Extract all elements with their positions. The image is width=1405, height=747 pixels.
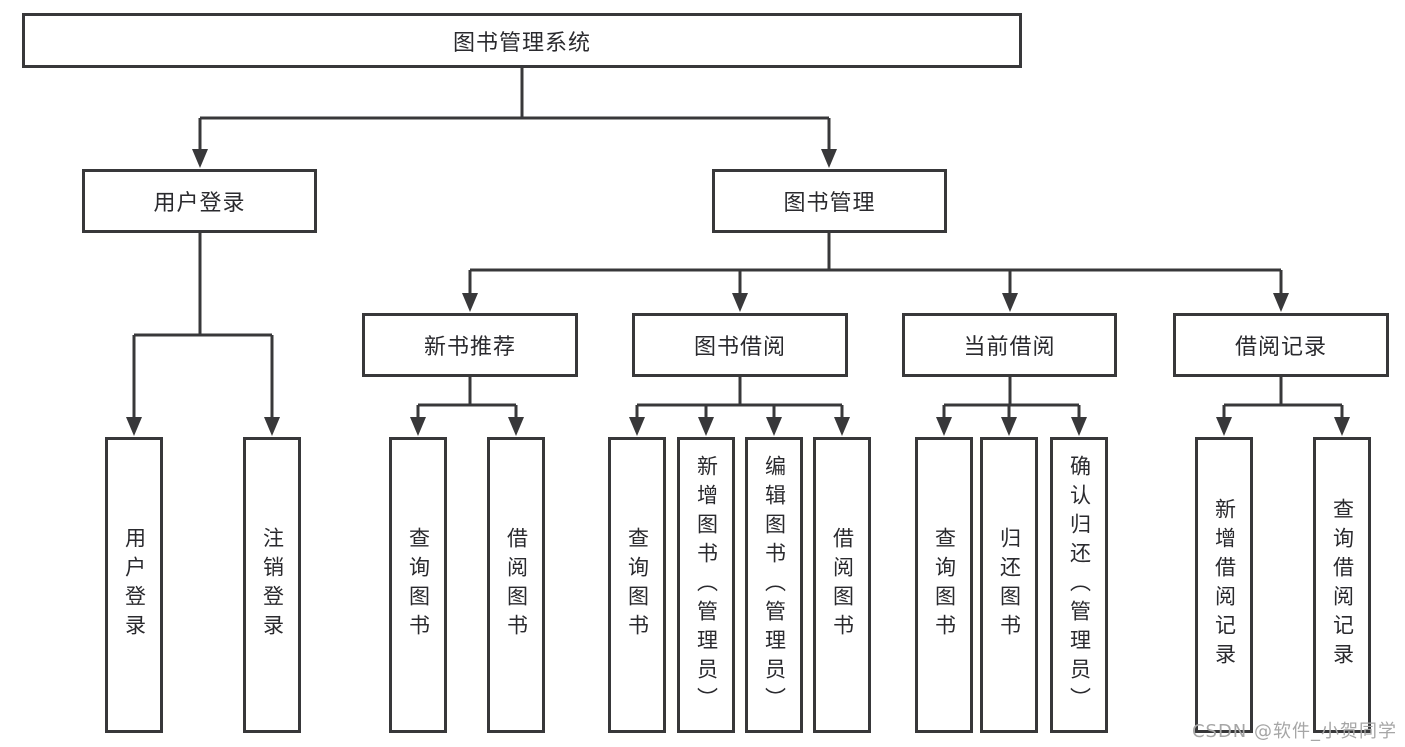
node-new-book-recommend: 新书推荐 xyxy=(362,313,578,377)
leaf-confirm-return-admin: 确认归还（管理员） xyxy=(1050,437,1108,733)
csdn-watermark: CSDN @软件_小贺同学 xyxy=(1191,721,1397,742)
node-borrow-records: 借阅记录 xyxy=(1173,313,1389,377)
leaf-borrow-books-recommend: 借阅图书 xyxy=(487,437,545,733)
leaf-add-book-admin: 新增图书（管理员） xyxy=(677,437,735,733)
leaf-logout: 注销登录 xyxy=(243,437,301,733)
arrowheads xyxy=(126,149,1350,436)
leaf-add-borrow-record: 新增借阅记录 xyxy=(1195,437,1253,733)
leaf-return-book: 归还图书 xyxy=(980,437,1038,733)
leaf-query-books-borrow: 查询图书 xyxy=(608,437,666,733)
leaf-borrow-books: 借阅图书 xyxy=(813,437,871,733)
node-library-system: 图书管理系统 xyxy=(22,13,1022,68)
leaf-edit-book-admin: 编辑图书（管理员） xyxy=(745,437,803,733)
leaf-query-borrow-record: 查询借阅记录 xyxy=(1313,437,1371,733)
leaf-user-login: 用户登录 xyxy=(105,437,163,733)
node-book-borrow: 图书借阅 xyxy=(632,313,848,377)
leaf-query-books-recommend: 查询图书 xyxy=(389,437,447,733)
node-user-login: 用户登录 xyxy=(82,169,317,233)
node-book-management: 图书管理 xyxy=(712,169,947,233)
leaf-query-books-current: 查询图书 xyxy=(915,437,973,733)
node-current-borrow: 当前借阅 xyxy=(902,313,1117,377)
